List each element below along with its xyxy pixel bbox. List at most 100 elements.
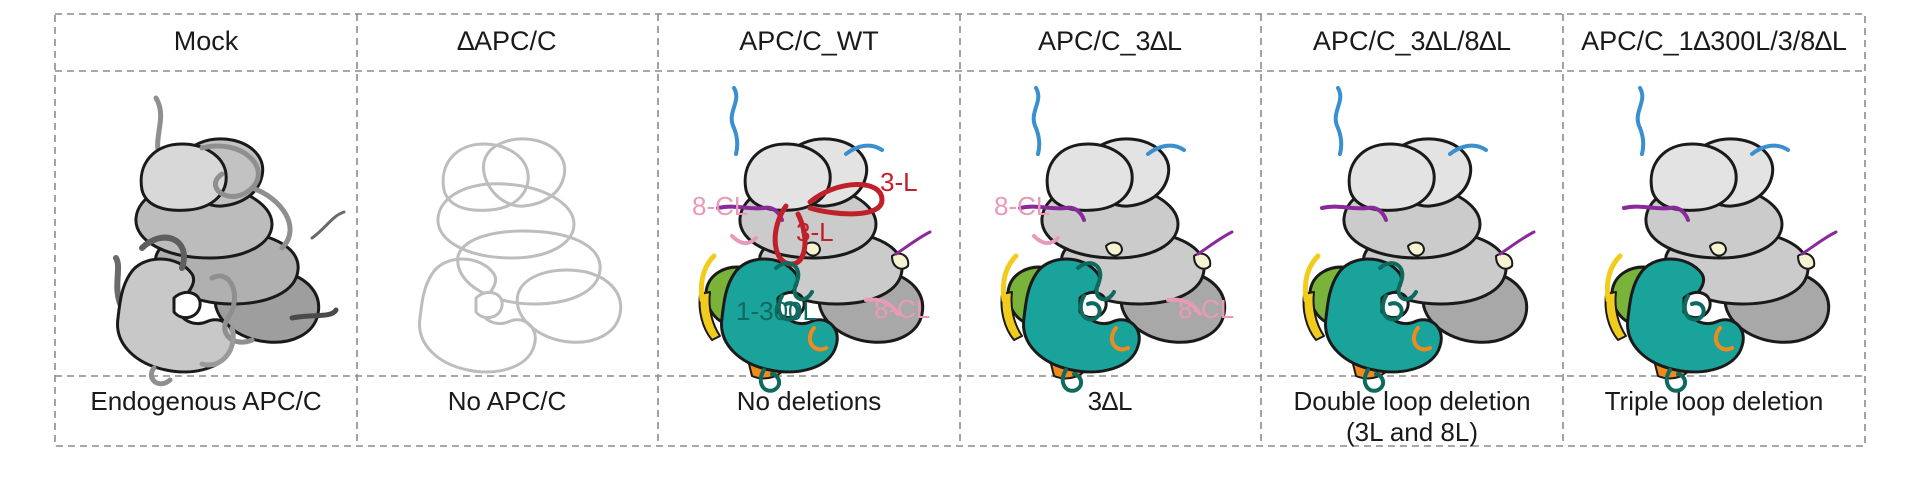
cream-domain-right bbox=[1495, 252, 1514, 270]
strand bbox=[289, 307, 339, 321]
cream-domain-right bbox=[891, 252, 910, 270]
label-8CL-right: 8-CL bbox=[1178, 294, 1234, 324]
label-3L-upper: 3-L bbox=[880, 167, 918, 197]
top-left-lobe bbox=[139, 142, 228, 212]
top-left-lobe bbox=[1045, 142, 1134, 212]
mid-lower-lobe bbox=[456, 229, 602, 306]
cream-domain bbox=[1105, 241, 1123, 257]
panel-illustrations: 3-L 3-L 8-CL 8-CL 1-300L 8-CL 8-CL bbox=[113, 86, 1838, 393]
dark-teal-1-300L bbox=[1076, 261, 1116, 302]
platform-body bbox=[418, 257, 537, 374]
top-left-lobe bbox=[1347, 142, 1436, 212]
top-left-lobe bbox=[743, 142, 832, 212]
label-8CL-left: 8-CL bbox=[692, 191, 748, 221]
yellow-subunit bbox=[698, 291, 721, 341]
header-1d300l-3-8dl: APC/C_1∆300L/3/8∆L bbox=[1581, 26, 1847, 56]
illustration-wt: 3-L 3-L 8-CL 8-CL 1-300L bbox=[692, 86, 932, 393]
dark-teal-loop-bottom bbox=[1362, 368, 1385, 393]
pink-8CL-upper bbox=[1032, 234, 1060, 245]
strand bbox=[310, 210, 346, 240]
top-left-lobe bbox=[441, 142, 530, 212]
header-3dl: APC/C_3∆L bbox=[1038, 26, 1182, 56]
strand bbox=[139, 234, 187, 271]
dark-teal-loop-bottom bbox=[758, 368, 781, 393]
yellow-strand bbox=[1302, 253, 1321, 303]
purple-strand bbox=[1622, 204, 1690, 222]
dark-teal-loop-bottom bbox=[1664, 368, 1687, 393]
orange-loop bbox=[1713, 326, 1734, 352]
purple-strand bbox=[1018, 204, 1086, 222]
blue-strand-upper bbox=[844, 143, 884, 156]
illustration-mock bbox=[113, 95, 346, 387]
caption-delta-apc: No APC/C bbox=[448, 386, 567, 416]
blue-strand bbox=[1635, 86, 1646, 156]
cream-domain-right bbox=[1797, 252, 1816, 270]
yellow-subunit bbox=[1604, 291, 1627, 341]
panel-captions: Endogenous APC/C No APC/C No deletions 3… bbox=[90, 386, 1823, 447]
header-wt: APC/C_WT bbox=[739, 26, 879, 56]
blue-strand-upper bbox=[1448, 143, 1488, 156]
pink-8CL-lower bbox=[1166, 297, 1202, 316]
illustration-d3: 8-CL 8-CL bbox=[994, 86, 1234, 393]
top-left-lobe bbox=[1649, 142, 1738, 212]
illustration-d38 bbox=[1302, 86, 1536, 393]
caption-wt: No deletions bbox=[737, 386, 882, 416]
orange-loop bbox=[807, 326, 828, 352]
label-3L-lower: 3-L bbox=[796, 217, 834, 247]
dark-teal-1-300L bbox=[1378, 261, 1418, 302]
blue-strand-upper bbox=[1750, 143, 1790, 156]
cream-domain bbox=[1407, 241, 1425, 257]
dark-teal-1-300L bbox=[774, 261, 814, 302]
yellow-strand bbox=[1000, 253, 1019, 303]
purple-strand bbox=[1320, 204, 1388, 222]
strand bbox=[249, 185, 293, 251]
blue-strand bbox=[1333, 86, 1344, 156]
strand bbox=[209, 273, 255, 345]
caption-1d300l-3-8dl: Triple loop deletion bbox=[1605, 386, 1824, 416]
header-3dl-8dl: APC/C_3∆L/8∆L bbox=[1313, 26, 1511, 56]
dark-teal-loop bbox=[776, 294, 800, 322]
top-right-lobe bbox=[482, 137, 567, 208]
dark-teal-loop-bottom bbox=[1060, 368, 1083, 393]
panel-headers: Mock ∆APC/C APC/C_WT APC/C_3∆L APC/C_3∆L… bbox=[174, 26, 1847, 56]
dark-teal-loop bbox=[1078, 294, 1102, 322]
yellow-strand bbox=[1604, 253, 1623, 303]
strand bbox=[199, 325, 236, 368]
yellow-subunit bbox=[1000, 291, 1023, 341]
label-8CL-right: 8-CL bbox=[874, 294, 930, 324]
header-mock: Mock bbox=[174, 26, 239, 56]
header-delta-apc: ∆APC/C bbox=[457, 26, 556, 56]
purple-strand-right bbox=[1196, 230, 1234, 256]
caption-mock: Endogenous APC/C bbox=[90, 386, 321, 416]
blue-strand-upper bbox=[1146, 143, 1186, 156]
cream-domain-right bbox=[1193, 252, 1212, 270]
dark-teal-loop bbox=[1380, 294, 1404, 322]
caption-3dl-8dl-line2: (3L and 8L) bbox=[1346, 417, 1478, 447]
red-loop-3L-upper bbox=[807, 182, 885, 217]
mid-upper-lobe bbox=[436, 182, 576, 260]
blue-strand bbox=[729, 86, 740, 156]
strand bbox=[148, 365, 173, 387]
purple-strand-right bbox=[1800, 230, 1838, 256]
yellow-strand bbox=[698, 253, 717, 303]
yellow-subunit bbox=[1302, 291, 1325, 341]
dark-teal-loop bbox=[1682, 294, 1706, 322]
cream-domain bbox=[1709, 241, 1727, 257]
grid bbox=[54, 13, 1866, 447]
illustration-d138 bbox=[1604, 86, 1838, 393]
pink-8CL-lower bbox=[864, 297, 900, 316]
orange-loop bbox=[1411, 326, 1432, 352]
lower-right-lobe bbox=[515, 268, 623, 344]
label-8CL-left: 8-CL bbox=[994, 191, 1050, 221]
caption-3dl-8dl-line1: Double loop deletion bbox=[1293, 386, 1530, 416]
cream-domain bbox=[803, 241, 821, 257]
label-1-300L: 1-300L bbox=[736, 296, 817, 326]
caption-3dl: 3∆L bbox=[1088, 386, 1133, 416]
platform-hole bbox=[474, 290, 504, 320]
purple-strand-right bbox=[894, 230, 932, 256]
pink-8CL-upper bbox=[730, 234, 758, 245]
platform-hole bbox=[172, 290, 202, 320]
blue-strand bbox=[1031, 86, 1042, 156]
illustration-outline bbox=[418, 137, 623, 374]
